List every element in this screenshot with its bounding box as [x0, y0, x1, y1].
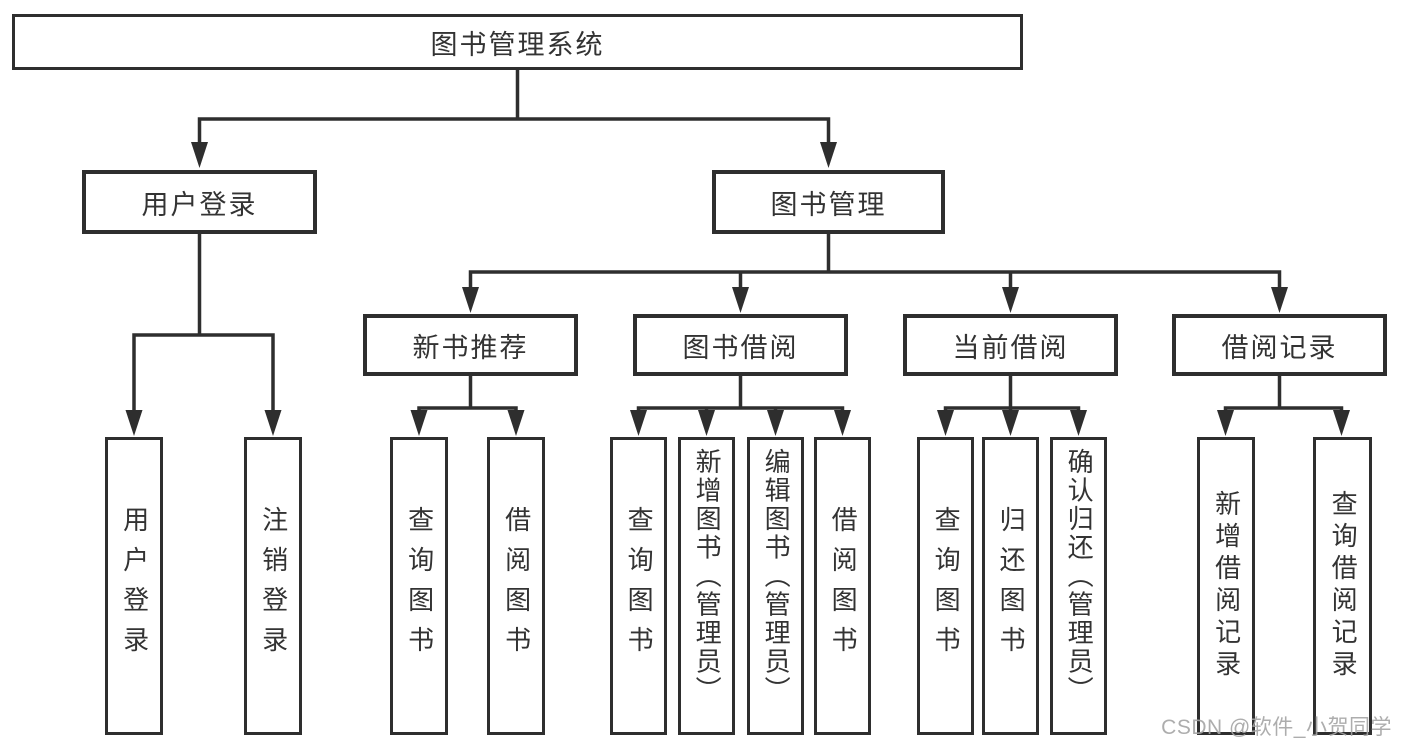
leaf-query-books-recommend-label: 查询图书 — [404, 506, 435, 666]
leaf-add-books-admin-label: 新增图书（管理员） — [692, 448, 723, 705]
leaf-add-borrow-record: 新增借阅记录 — [1197, 437, 1255, 735]
leaf-query-books-borrowing-label: 查询图书 — [624, 506, 655, 666]
leaf-add-borrow-record-label: 新增借阅记录 — [1211, 490, 1242, 682]
leaf-query-books-borrowing: 查询图书 — [610, 437, 667, 735]
node-book-management: 图书管理 — [712, 170, 945, 234]
node-book-management-label: 图书管理 — [770, 189, 887, 220]
leaf-borrow-books-recommend-label: 借阅图书 — [501, 506, 532, 666]
leaf-logout: 注销登录 — [244, 437, 302, 735]
leaf-borrow-books-borrowing-label: 借阅图书 — [828, 506, 859, 666]
node-library-management-system-label: 图书管理系统 — [430, 29, 605, 60]
node-book-borrowing-label: 图书借阅 — [682, 332, 799, 363]
leaf-confirm-return-admin-label: 确认归还（管理员） — [1064, 448, 1095, 705]
leaf-return-books-label: 归还图书 — [996, 506, 1027, 666]
node-new-book-recommendation-label: 新书推荐 — [412, 332, 529, 363]
watermark: CSDN @软件_小贺同学 — [1161, 716, 1392, 739]
leaf-borrow-books-borrowing: 借阅图书 — [814, 437, 871, 735]
node-new-book-recommendation: 新书推荐 — [363, 314, 578, 376]
leaf-query-books-recommend: 查询图书 — [390, 437, 448, 735]
leaf-return-books: 归还图书 — [982, 437, 1039, 735]
leaf-logout-label: 注销登录 — [258, 506, 289, 666]
node-user-login-label: 用户登录 — [141, 189, 258, 220]
leaf-query-borrow-record: 查询借阅记录 — [1313, 437, 1372, 735]
leaf-query-borrow-record-label: 查询借阅记录 — [1328, 490, 1359, 682]
leaf-confirm-return-admin: 确认归还（管理员） — [1050, 437, 1107, 735]
leaf-user-login: 用户登录 — [105, 437, 163, 735]
leaf-edit-books-admin: 编辑图书（管理员） — [747, 437, 804, 735]
leaf-add-books-admin: 新增图书（管理员） — [678, 437, 735, 735]
node-user-login: 用户登录 — [82, 170, 317, 234]
node-book-borrowing: 图书借阅 — [633, 314, 848, 376]
node-borrowing-records: 借阅记录 — [1172, 314, 1387, 376]
leaf-borrow-books-recommend: 借阅图书 — [487, 437, 545, 735]
node-library-management-system: 图书管理系统 — [12, 14, 1023, 70]
leaf-edit-books-admin-label: 编辑图书（管理员） — [761, 448, 792, 705]
leaf-query-books-current-label: 查询图书 — [931, 506, 962, 666]
leaf-user-login-label: 用户登录 — [119, 506, 150, 666]
node-current-borrowing: 当前借阅 — [903, 314, 1118, 376]
node-current-borrowing-label: 当前借阅 — [952, 332, 1069, 363]
node-borrowing-records-label: 借阅记录 — [1221, 332, 1338, 363]
arrowheads — [125, 142, 1350, 436]
leaf-query-books-current: 查询图书 — [917, 437, 974, 735]
